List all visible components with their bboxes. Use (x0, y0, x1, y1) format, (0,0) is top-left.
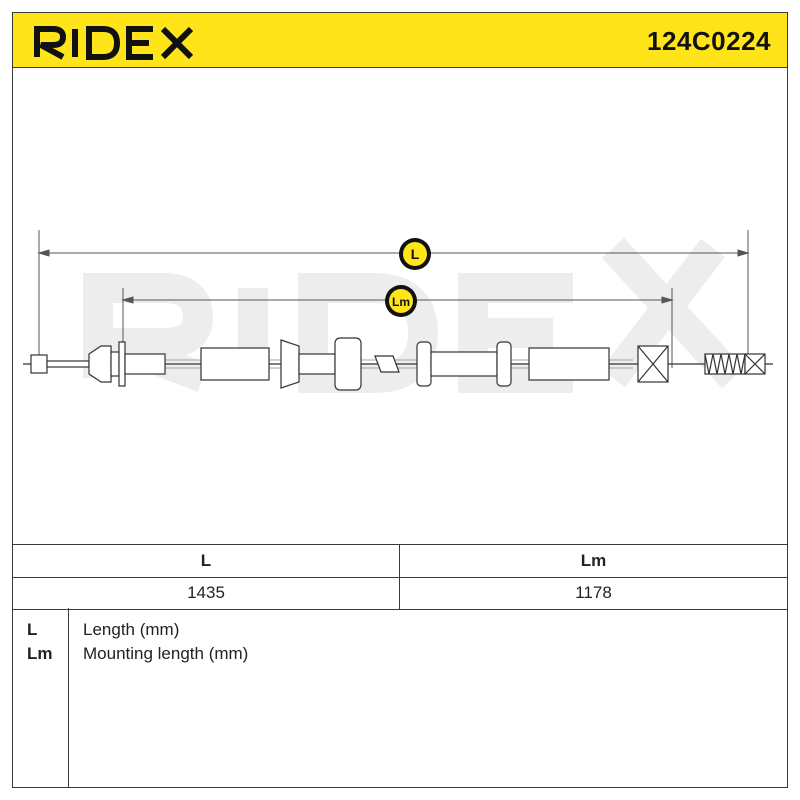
header-cell-L: L (13, 545, 400, 577)
brake-cable (23, 337, 773, 391)
spec-table: L Lm 1435 1178 (13, 544, 787, 610)
ridex-logo (34, 26, 194, 60)
cable-drawing: L Lm (23, 230, 773, 393)
dimension-L-label: L (411, 246, 420, 262)
dimension-L-badge: L (399, 238, 431, 270)
header-bar: 124C0224 (13, 13, 787, 68)
legend-abbr: Lm (27, 644, 53, 663)
spec-table-header: L Lm (13, 545, 787, 578)
watermark-logo (83, 237, 745, 393)
dimension-Lm-label: Lm (392, 295, 410, 309)
legend-abbr: L (27, 620, 38, 639)
legend-description: Mounting length (mm) (83, 644, 249, 663)
part-number: 124C0224 (647, 26, 771, 56)
value-cell-L: 1435 (13, 577, 400, 609)
dimension-L (37, 230, 750, 370)
dimension-Lm-badge: Lm (385, 285, 417, 317)
legend-divider (68, 608, 69, 787)
spec-table-row: 1435 1178 (13, 577, 787, 609)
product-sheet: 124C0224 L (12, 12, 788, 788)
legend-description: Length (mm) (83, 620, 180, 639)
legend-item: Lm Mounting length (mm) (13, 644, 787, 668)
legend: L Length (mm) Lm Mounting length (mm) (13, 608, 787, 787)
legend-item: L Length (mm) (13, 620, 787, 644)
value-cell-Lm: 1178 (575, 583, 612, 602)
header-cell-Lm: Lm (580, 551, 607, 570)
